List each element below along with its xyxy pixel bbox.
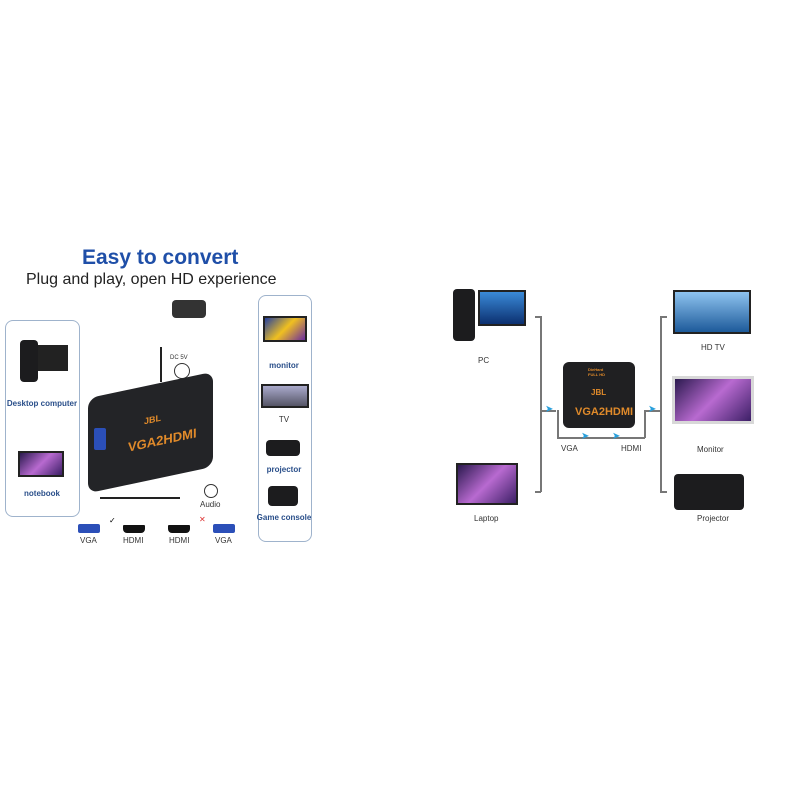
cross-icon: ✕ (199, 515, 206, 524)
output-label: HD TV (701, 343, 725, 352)
notebook-icon (18, 451, 64, 477)
vga-port-icon (94, 428, 106, 450)
source-label: PC (478, 356, 490, 365)
source-label: Laptop (474, 514, 499, 523)
device-brand: DieHard FULL HD (588, 367, 606, 377)
source-label: Desktop computer (6, 399, 78, 408)
device-model: VGA2HDMI (575, 406, 634, 418)
game-console-icon (268, 486, 298, 506)
input-bracket (540, 316, 542, 492)
outputs-panel (258, 295, 312, 542)
signal-line (557, 437, 645, 439)
power-adapter-icon (172, 300, 206, 318)
audio-jack-icon (204, 484, 218, 498)
check-icon: ✓ (109, 516, 116, 525)
compat-from: VGA (80, 536, 97, 545)
device-logo: JBL (144, 412, 162, 427)
compat-to: HDMI (123, 536, 144, 545)
compat-from: HDMI (169, 536, 190, 545)
sources-panel (5, 320, 80, 517)
hdmi-connector-icon (168, 525, 190, 533)
vga-connector-icon (213, 524, 235, 533)
laptop-icon (456, 463, 518, 505)
device-model: VGA2HDMI (128, 425, 197, 455)
device-logo: JBL (591, 388, 607, 397)
output-label: Projector (697, 514, 730, 523)
output-label: monitor (269, 361, 299, 370)
monitor-icon (263, 316, 307, 342)
output-label: TV (278, 415, 290, 424)
arrow-icon: ➤ (648, 404, 657, 415)
pc-tower-icon (453, 289, 475, 341)
output-label: Monitor (697, 445, 724, 454)
source-label: notebook (24, 489, 60, 498)
desktop-monitor-icon (38, 345, 68, 371)
projector-icon (266, 440, 300, 456)
output-label: HDMI (621, 444, 642, 453)
arrow-icon: ➤ (581, 431, 590, 442)
arrow-icon: ➤ (612, 431, 621, 442)
output-label: Game console (256, 513, 312, 522)
title: Easy to convert (82, 246, 239, 269)
converter-device: JBL VGA2HDMI (88, 371, 213, 494)
monitor-icon (672, 376, 754, 424)
output-label: projector (266, 465, 302, 474)
audio-label: Audio (200, 500, 221, 509)
vga-connector-icon (78, 524, 100, 533)
projector-icon (674, 474, 744, 510)
tv-icon (261, 384, 309, 408)
hdmi-connector-icon (123, 525, 145, 533)
power-label: DC 5V (170, 355, 188, 361)
pc-monitor-icon (478, 290, 526, 326)
compat-to: VGA (215, 536, 232, 545)
input-label: VGA (561, 444, 578, 453)
desktop-computer-icon (20, 340, 38, 382)
power-cable (160, 347, 162, 382)
hdtv-icon (673, 290, 751, 334)
audio-cable (100, 497, 180, 499)
arrow-icon: ➤ (545, 404, 554, 415)
converter-device: DieHard FULL HD JBL VGA2HDMI (563, 362, 635, 428)
subtitle: Plug and play, open HD experience (26, 271, 277, 288)
output-bracket (660, 316, 662, 492)
